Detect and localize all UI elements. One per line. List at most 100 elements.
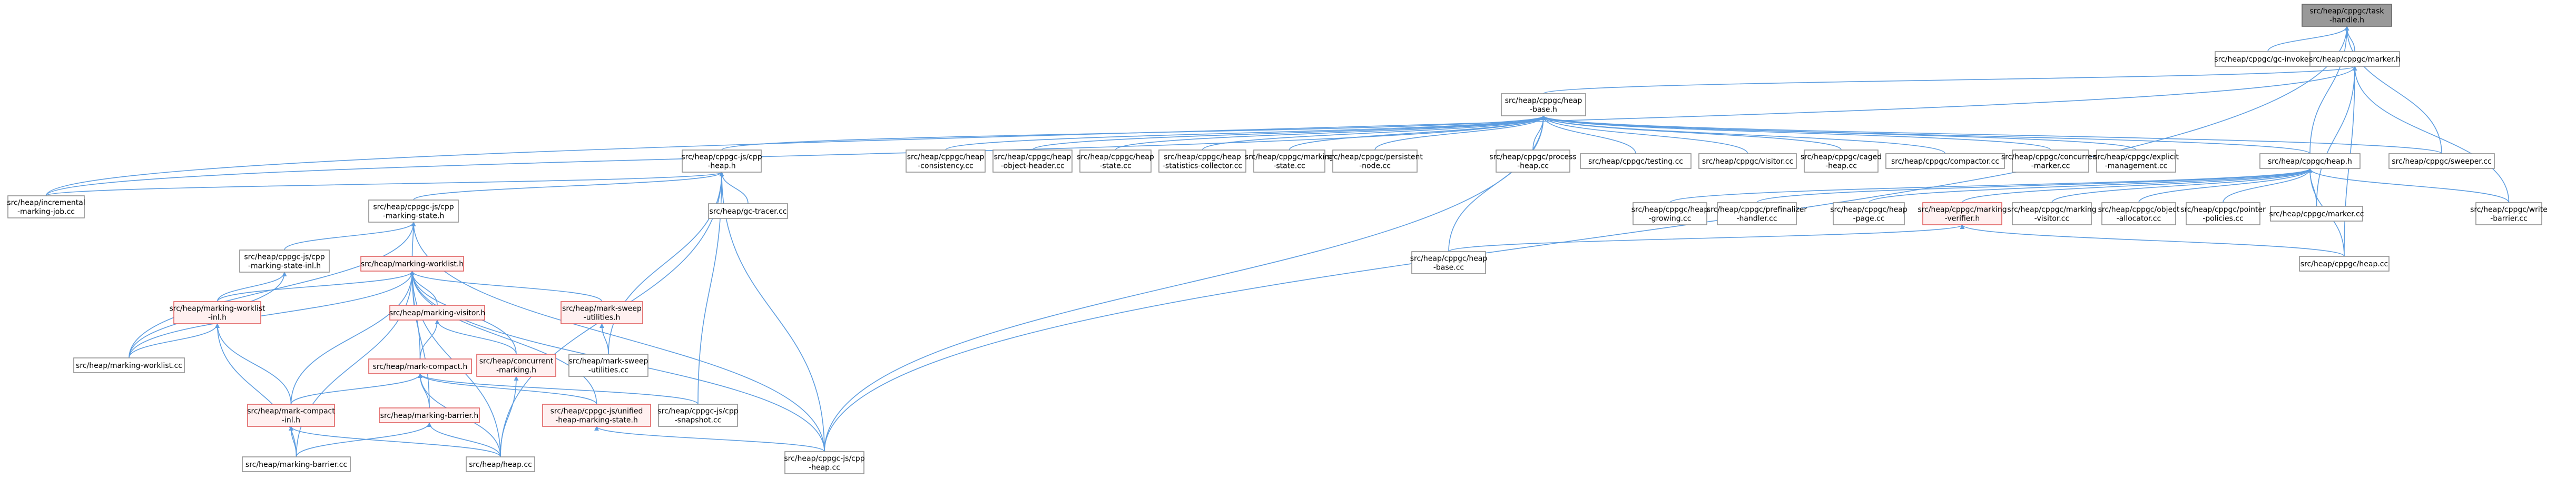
node-heapbaseh[interactable]: src/heap/cppgc/heap-base.h — [1501, 93, 1586, 116]
node-mvisitorcc[interactable]: src/heap/cppgc/marking-visitor.cc — [2007, 202, 2097, 225]
node-heapcc[interactable]: src/heap/heap.cc — [466, 456, 535, 472]
node-mwlh[interactable]: src/heap/marking-worklist.h — [360, 256, 464, 272]
node-label: -verifier.h — [1945, 215, 1980, 223]
node-label: -marking.h — [496, 366, 536, 375]
node-mwlinl[interactable]: src/heap/marking-worklist-inl.h — [169, 301, 266, 324]
node-box — [1079, 149, 1152, 173]
node-label: src/heap/cppgc/heap — [907, 153, 985, 162]
node-jsheapcc[interactable]: src/heap/cppgc-js/cpp-heap.cc — [784, 451, 865, 474]
node-label: src/heap/cppgc/pointer — [2180, 206, 2266, 214]
node-pnode[interactable]: src/heap/cppgc/persistent-node.cc — [1327, 149, 1423, 173]
node-mbh[interactable]: src/heap/marking-barrier.h — [379, 407, 480, 423]
node-msuh[interactable]: src/heap/mark-sweep-utilities.h — [561, 301, 643, 324]
node-hobjhdr[interactable]: src/heap/cppgc/heap-object-header.cc — [992, 149, 1073, 173]
node-box — [1885, 153, 2005, 169]
node-label: src/heap/mark-compact — [247, 407, 335, 416]
edge-mstate-includes-heapbaseh — [1289, 115, 1546, 151]
node-mwlcc[interactable]: src/heap/marking-worklist.cc — [73, 357, 185, 373]
edge-cmh-includes-mvish — [435, 320, 517, 355]
node-umsh[interactable]: src/heap/cppgc-js/unified-heap-marking-s… — [542, 404, 651, 427]
node-hgrowing[interactable]: src/heap/cppgc/heap-growing.cc — [1631, 202, 1709, 225]
node-mcinl[interactable]: src/heap/mark-compact-inl.h — [247, 404, 335, 427]
edge-umsh-includes-mwlh — [410, 271, 597, 405]
node-label: -handle.h — [2329, 16, 2364, 25]
edge-compactor-includes-heapbaseh — [1541, 115, 1946, 154]
node-box — [1496, 149, 1570, 173]
node-visitorcc[interactable]: src/heap/cppgc/visitor.cc — [1698, 153, 1797, 169]
node-hstats[interactable]: src/heap/cppgc/heap-statistics-collector… — [1158, 149, 1246, 173]
graph-edge — [719, 172, 749, 204]
graph-edge — [290, 373, 422, 405]
edge-markercc-includes-markerh — [2316, 66, 2357, 207]
node-jsmsh[interactable]: src/heap/cppgc-js/cpp-marking-state.h — [368, 199, 459, 223]
node-jsheaph[interactable]: src/heap/cppgc-js/cpp-heap.h — [681, 149, 762, 173]
node-box — [2012, 202, 2092, 225]
node-box — [1698, 153, 1797, 169]
node-writebar[interactable]: src/heap/cppgc/write-barrier.cc — [2470, 202, 2548, 225]
node-jsmsinl[interactable]: src/heap/cppgc-js/cpp-marking-state-inl.… — [239, 250, 330, 273]
node-box — [2299, 256, 2390, 272]
node-hpage[interactable]: src/heap/cppgc/heap-page.cc — [1830, 202, 1908, 225]
node-testing[interactable]: src/heap/cppgc/testing.cc — [1580, 153, 1692, 169]
graph-edge — [1202, 115, 1546, 151]
graph-edge — [435, 320, 517, 355]
node-label: -node.cc — [1359, 162, 1391, 171]
graph-edge — [1541, 115, 1946, 154]
node-markercc[interactable]: src/heap/cppgc/marker.cc — [2269, 206, 2364, 222]
node-gcinvoker[interactable]: src/heap/cppgc/gc-invoker.cc — [2214, 51, 2322, 67]
node-label: src/heap/cppgc-js/cpp — [373, 203, 454, 212]
node-label: src/heap/cppgc/heap — [1410, 255, 1488, 263]
graph-edge — [824, 115, 1546, 452]
node-snapshot[interactable]: src/heap/cppgc-js/cpp-snapshot.cc — [657, 404, 739, 427]
node-incjob[interactable]: src/heap/incremental-marking-job.cc — [7, 195, 85, 218]
node-label: src/heap/cppgc/heap — [994, 153, 1071, 162]
node-label: src/heap/concurrent — [479, 357, 554, 366]
node-mstate[interactable]: src/heap/cppgc/marking-state.cc — [1245, 149, 1334, 173]
edge-jsheaph-includes-heapbaseh — [721, 115, 1546, 151]
node-markerh[interactable]: src/heap/cppgc/marker.h — [2309, 51, 2401, 67]
node-sweeper[interactable]: src/heap/cppgc/sweeper.cc — [2388, 153, 2495, 169]
node-label: src/heap/cppgc/concurrent — [2001, 153, 2100, 162]
node-box — [992, 149, 1073, 173]
node-label: -base.h — [1530, 106, 1557, 114]
node-label: src/heap/gc-tracer.cc — [710, 207, 787, 216]
graph-edge — [719, 172, 825, 452]
node-label: src/heap/mark-sweep — [569, 357, 648, 366]
graph-edge — [500, 376, 519, 457]
graph-edge — [129, 323, 220, 358]
node-objalloc[interactable]: src/heap/cppgc/object-allocator.cc — [2098, 202, 2180, 225]
node-hbasecc[interactable]: src/heap/cppgc/heap-base.cc — [1410, 251, 1488, 274]
node-prefinal[interactable]: src/heap/cppgc/prefinalizer-handler.cc — [1707, 202, 1807, 225]
node-hconsist[interactable]: src/heap/cppgc/heap-consistency.cc — [906, 149, 986, 173]
graph-edge — [217, 272, 287, 302]
node-compactor[interactable]: src/heap/cppgc/compactor.cc — [1885, 153, 2005, 169]
edge-markercc-includes-cppgcheaph — [2307, 168, 2317, 207]
node-gctracer[interactable]: src/heap/gc-tracer.cc — [708, 203, 788, 219]
node-mvish[interactable]: src/heap/marking-visitor.h — [389, 305, 485, 321]
node-cppgcheapcc[interactable]: src/heap/cppgc/heap.cc — [2299, 256, 2390, 272]
node-mch[interactable]: src/heap/mark-compact.h — [368, 358, 472, 374]
node-cmh[interactable]: src/heap/concurrent-marking.h — [476, 354, 556, 377]
node-label: src/heap/marking-worklist.h — [361, 260, 464, 268]
node-mbcc[interactable]: src/heap/marking-barrier.cc — [242, 456, 351, 472]
node-hstate[interactable]: src/heap/cppgc/heap-state.cc — [1077, 149, 1154, 173]
node-explicitmgmt[interactable]: src/heap/cppgc/explicit-management.cc — [2093, 149, 2179, 173]
node-caged[interactable]: src/heap/cppgc/caged-heap.cc — [1801, 149, 1882, 173]
node-label: src/heap/marking-visitor.h — [389, 309, 485, 317]
node-ptrpol[interactable]: src/heap/cppgc/pointer-policies.cc — [2180, 202, 2266, 225]
node-label: -inl.h — [208, 314, 227, 322]
graph-edge — [2267, 26, 2349, 52]
node-box — [2302, 4, 2392, 27]
edge-jsheapcc-includes-umsh — [594, 426, 825, 452]
graph-edge — [2316, 66, 2357, 207]
node-label: -marking-state.h — [383, 212, 445, 221]
edge-mwlinl-includes-jsmsinl — [217, 272, 287, 302]
node-concmarker[interactable]: src/heap/cppgc/concurrent-marker.cc — [2001, 149, 2100, 173]
node-label: src/heap/cppgc/sweeper.cc — [2392, 157, 2491, 166]
node-cppgcheaph[interactable]: src/heap/cppgc/heap.h — [2259, 153, 2361, 169]
node-procheap[interactable]: src/heap/cppgc/process-heap.cc — [1489, 149, 1577, 173]
node-box — [2388, 153, 2495, 169]
node-msucc[interactable]: src/heap/mark-sweep-utilities.cc — [568, 354, 648, 377]
node-mverifier[interactable]: src/heap/cppgc/marking-verifier.h — [1918, 202, 2007, 225]
